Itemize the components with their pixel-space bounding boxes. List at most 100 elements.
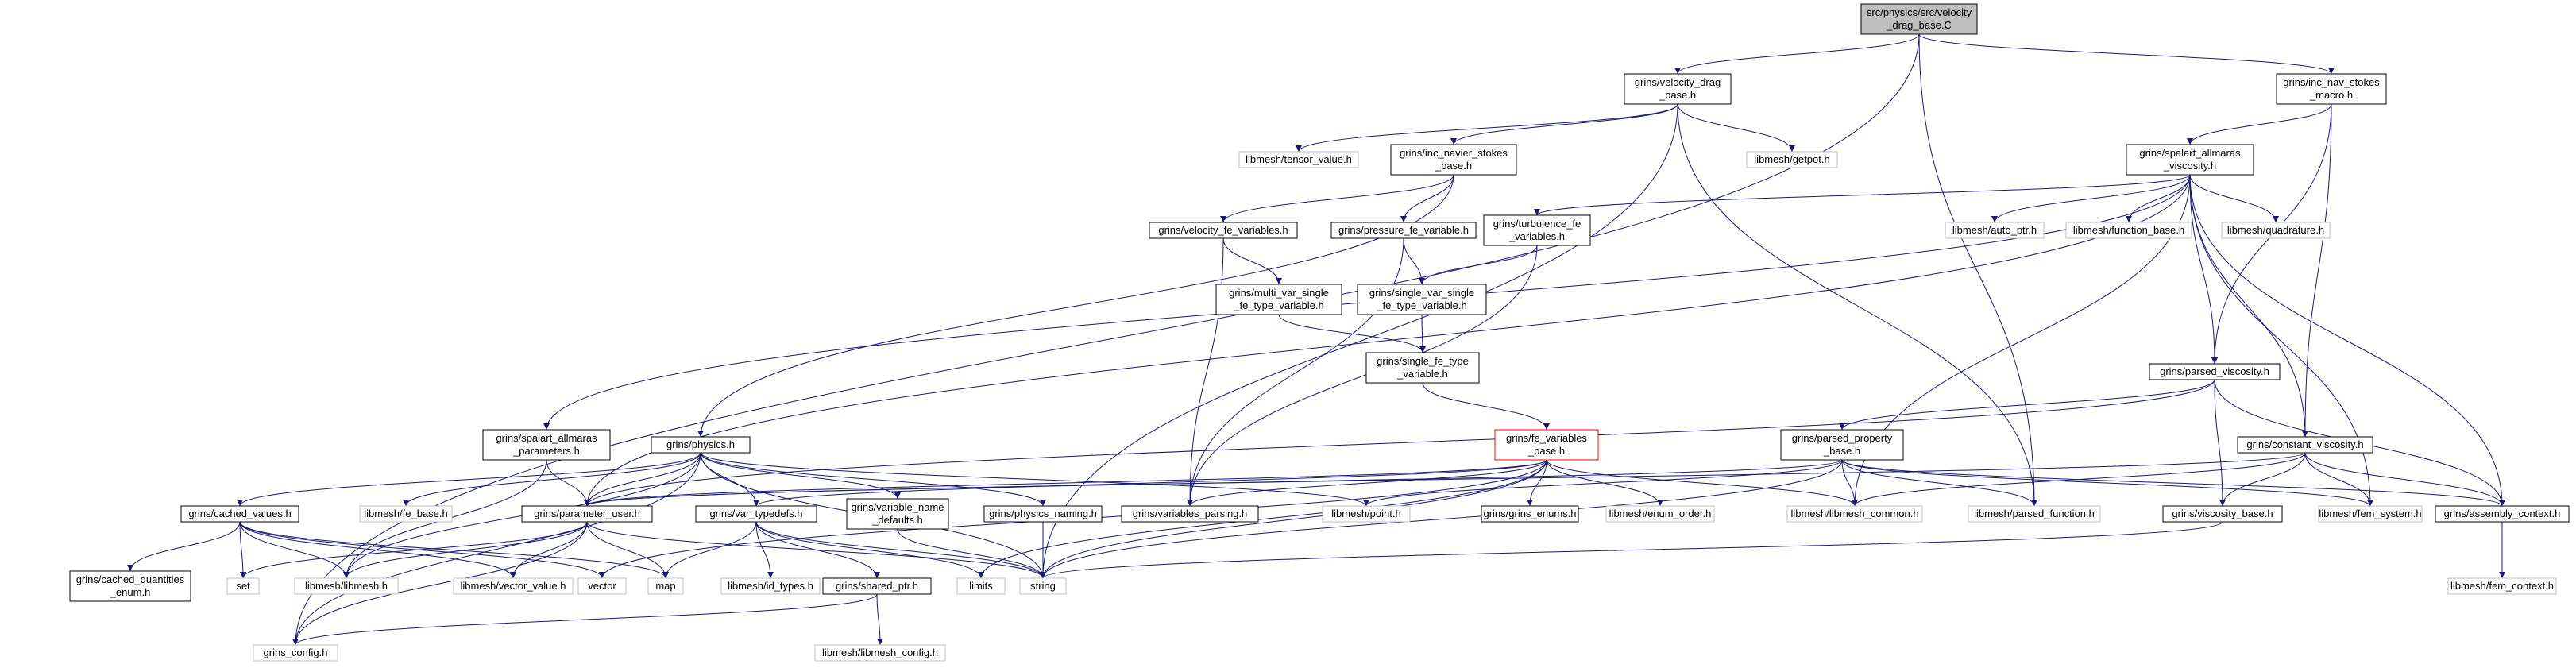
node-box [453, 577, 574, 595]
edge-sav-to-parsedvisc [2189, 174, 2218, 365]
node-viscbase[interactable]: grins/viscosity_base.h [2162, 505, 2283, 523]
node-label: grins/var_typedefs.h [709, 508, 802, 519]
node-paramuser[interactable]: grins/parameter_user.h [521, 505, 653, 523]
node-cached[interactable]: grins/cached_values.h [180, 505, 299, 523]
node-root[interactable]: src/physics/src/velocity_drag_base.C [1860, 3, 1978, 35]
node-velfe[interactable]: grins/velocity_fe_variables.h [1149, 222, 1298, 239]
edge-paramuser-to-libmesh [343, 521, 588, 579]
edge-parsedvisc-to-parsedprop [1839, 379, 2215, 431]
node-box [226, 577, 260, 595]
edge-parsedprop-to-string [1040, 459, 1843, 579]
edge-cached-to-cachedq [127, 521, 241, 572]
edge-fevar-to-lmcommon [1546, 459, 1858, 507]
edge-vartypedefs-to-limits [755, 521, 984, 579]
node-box [2065, 222, 2192, 239]
node-autoptr: libmesh/auto_ptr.h [1945, 222, 2045, 239]
node-label: grins/variables_parsing.h [1133, 508, 1248, 519]
edge-singlefe-to-fevar [1422, 382, 1550, 431]
node-parsedprop[interactable]: grins/parsed_property_base.h [1780, 429, 1904, 461]
node-box [1746, 151, 1838, 168]
edge-vartypedefs-to-idtypes [755, 521, 774, 579]
edge-turbfe-to-singlevar [1419, 245, 1538, 285]
node-fevar[interactable]: grins/fe_variables_base.h [1494, 429, 1599, 461]
node-label: grins/cached_quantities [76, 573, 185, 585]
node-label: _viscosity.h [2163, 160, 2216, 172]
node-physics[interactable]: grins/physics.h [651, 436, 751, 454]
edge-parsedprop-to-parsedfunc [1841, 459, 2037, 507]
edge-vdb-to-parsedfunc [1677, 103, 2037, 507]
edge-parsedvisc-to-paramuser [584, 379, 2215, 507]
node-idtypes: libmesh/id_types.h [720, 577, 821, 595]
node-label: map [655, 580, 675, 592]
edge-insm-to-sav [2187, 103, 2332, 145]
node-femsys: libmesh/fem_system.h [2318, 505, 2423, 523]
node-label: grins/inc_nav_stokes [2283, 76, 2380, 88]
node-varname[interactable]: grins/variable_name_defaults.h [846, 498, 949, 530]
edge-constvisc-to-paramuser [584, 452, 2306, 507]
node-label: libmesh/quadrature.h [2227, 224, 2324, 236]
node-set: set [226, 577, 260, 595]
node-sharedptr[interactable]: grins/shared_ptr.h [822, 577, 932, 595]
node-grinsconfig: grins_config.h [253, 644, 338, 662]
edge-sharedptr-to-lmconfig [876, 593, 883, 646]
node-getpot: libmesh/getpot.h [1746, 151, 1838, 168]
node-vartypedefs[interactable]: grins/var_typedefs.h [695, 505, 817, 523]
node-label: grins/velocity_drag [1635, 76, 1721, 88]
node-box [2276, 73, 2387, 105]
node-singlevar[interactable]: grins/single_var_single_fe_type_variable… [1357, 284, 1487, 315]
node-box [1481, 505, 1579, 523]
edge-multivar-to-singlefe [1278, 314, 1426, 353]
node-box [1322, 505, 1411, 523]
node-assembly[interactable]: grins/assembly_context.h [2435, 505, 2570, 523]
node-lmconfig: libmesh/libmesh_config.h [814, 644, 946, 662]
edge-sav-to-constvisc [2189, 174, 2308, 438]
edge-sav-to-autoptr [1991, 174, 2191, 223]
node-enums[interactable]: grins/grins_enums.h [1481, 505, 1579, 523]
node-presfe[interactable]: grins/pressure_fe_variable.h [1330, 222, 1477, 239]
node-box [1605, 505, 1715, 523]
edge-root-to-parsedfunc [1918, 33, 2037, 507]
node-label: grins/variable_name [851, 501, 944, 513]
node-label: _defaults.h [871, 514, 923, 526]
node-box [651, 436, 751, 454]
node-box [1149, 222, 1298, 239]
node-parsedvisc[interactable]: grins/parsed_viscosity.h [2149, 363, 2281, 380]
edge-paramuser-to-vecval [510, 521, 588, 579]
edge-cached-to-vector [239, 521, 605, 579]
node-multivar[interactable]: grins/multi_var_single_fe_type_variable.… [1215, 284, 1342, 315]
node-box [814, 644, 946, 662]
node-insm[interactable]: grins/inc_nav_stokes_macro.h [2276, 73, 2387, 105]
node-vdb[interactable]: grins/velocity_drag_base.h [1624, 73, 1732, 105]
node-label: libmesh/fe_base.h [364, 508, 448, 519]
node-box [69, 570, 191, 602]
node-varparse[interactable]: grins/variables_parsing.h [1121, 505, 1259, 523]
edge-constvisc-to-lmcommon [1852, 452, 2306, 507]
node-physnaming[interactable]: grins/physics_naming.h [983, 505, 1103, 523]
node-point: libmesh/point.h [1322, 505, 1411, 523]
edge-fevar-to-string [1040, 459, 1547, 579]
node-singlefe[interactable]: grins/single_fe_type_variable.h [1365, 352, 1480, 384]
node-funcbase: libmesh/function_base.h [2065, 222, 2192, 239]
node-box [1357, 284, 1487, 315]
node-label: libmesh/enum_order.h [1609, 508, 1712, 519]
node-label: libmesh/parsed_function.h [1974, 508, 2095, 519]
edge-cached-to-set [239, 521, 246, 579]
edge-vartypedefs-to-sharedptr [755, 521, 880, 579]
edge-physics-to-cached [237, 452, 701, 507]
node-constvisc[interactable]: grins/constant_viscosity.h [2237, 436, 2373, 454]
node-sav[interactable]: grins/spalart_allmaras_viscosity.h [2126, 144, 2254, 176]
node-lmcommon: libmesh/libmesh_common.h [1786, 505, 1923, 523]
node-sap[interactable]: grins/spalart_allmaras_parameters.h [482, 429, 611, 461]
node-insb[interactable]: grins/inc_navier_stokes_base.h [1390, 144, 1517, 176]
node-box [822, 577, 932, 595]
node-cachedq[interactable]: grins/cached_quantities_enum.h [69, 570, 191, 602]
node-box [2221, 222, 2331, 239]
node-label: string [1030, 580, 1056, 592]
edge-root-to-vdb [1674, 33, 1920, 75]
node-box [577, 577, 627, 595]
node-turbfe[interactable]: grins/turbulence_fe_variables.h [1483, 214, 1591, 246]
node-label: libmesh/fem_context.h [2450, 580, 2554, 592]
node-label: grins/physics.h [666, 438, 735, 450]
node-tensor: libmesh/tensor_value.h [1238, 151, 1359, 168]
